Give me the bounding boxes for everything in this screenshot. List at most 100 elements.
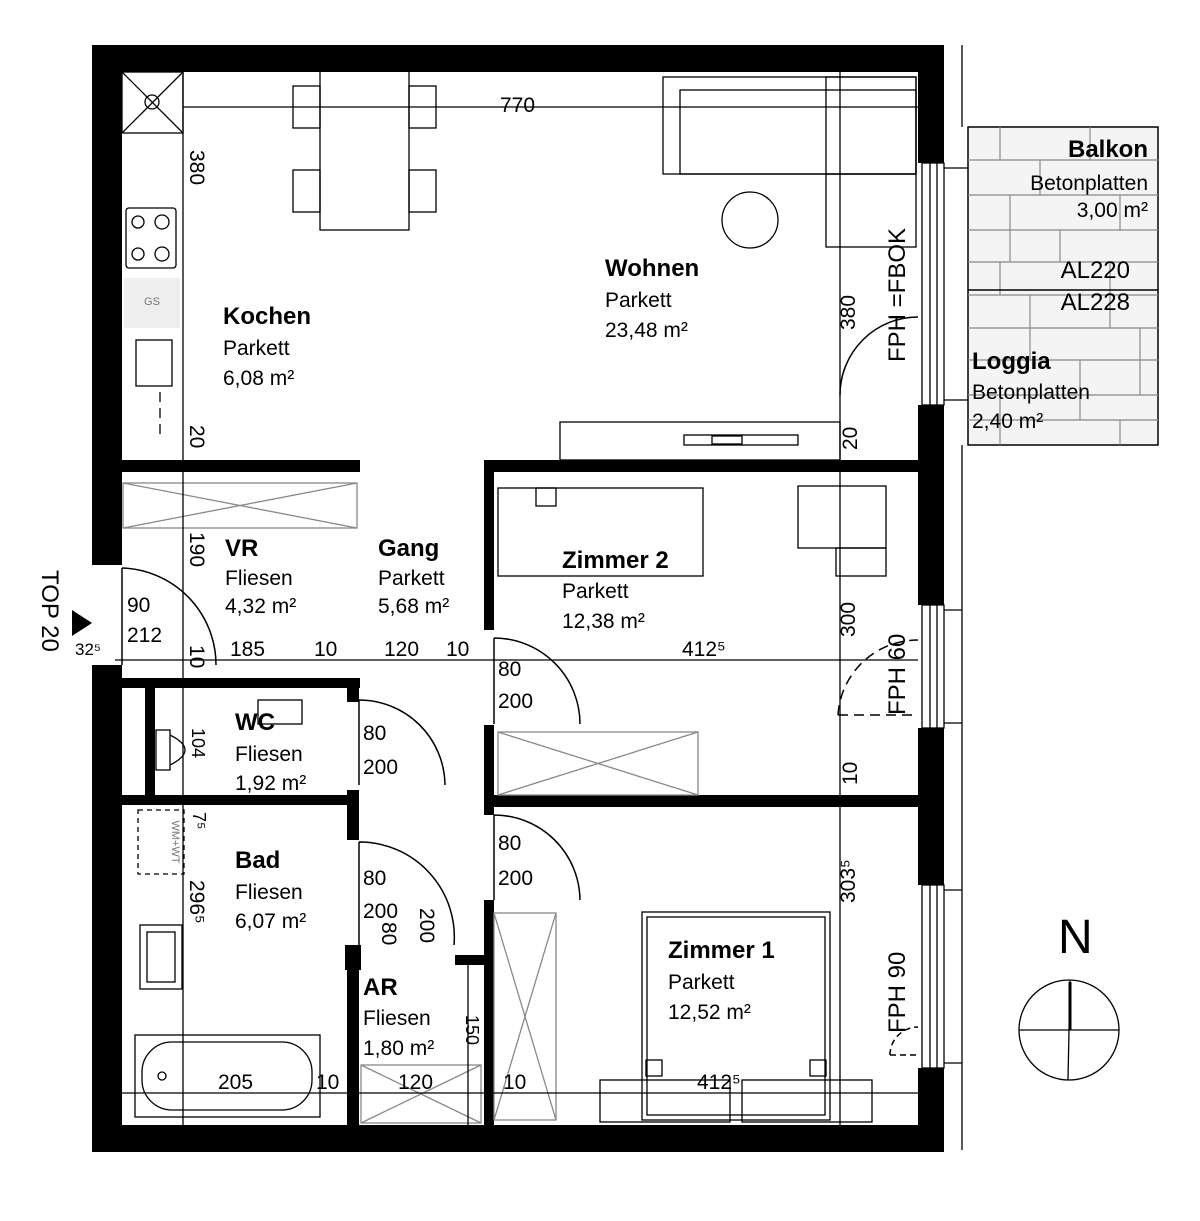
dim-412-5-bottom: 412⁵: [697, 1071, 741, 1094]
room-name: VR: [225, 535, 258, 562]
dim-412-5-top: 412⁵: [682, 638, 726, 661]
unit-entrance: TOP 20: [36, 570, 92, 652]
dim-200-ar: 200: [415, 908, 438, 943]
dim-200-bad: 200: [363, 900, 398, 923]
room-name: Bad: [235, 847, 280, 874]
dim-20-wohnen: 20: [839, 427, 862, 450]
room-name: Zimmer 1: [668, 937, 775, 964]
dim-380-kochen: 380: [185, 150, 208, 185]
dim-20-kochen: 20: [185, 425, 208, 448]
dim-185: 185: [230, 638, 265, 661]
room-zimmer1: Zimmer 1 Parkett 12,52 m²: [668, 937, 775, 1024]
wardrobe-vr: [122, 482, 358, 529]
room-area: 5,68 m²: [378, 595, 449, 618]
room-name: Gang: [378, 535, 439, 562]
room-name: AR: [363, 974, 398, 1001]
room-floor: Parkett: [562, 580, 629, 603]
sofa: [662, 76, 917, 248]
unit-label: TOP 20: [36, 570, 63, 652]
dimension-lines: [115, 72, 918, 1125]
room-name: Balkon: [1068, 136, 1148, 163]
room-name: WC: [235, 709, 275, 736]
room-floor: Parkett: [668, 971, 735, 994]
dim-80-z1: 80: [498, 832, 521, 855]
dining-table: [292, 69, 437, 231]
zimmer2-wardrobe: [497, 731, 699, 796]
dim-90: 90: [127, 594, 150, 617]
dim-770: 770: [500, 94, 535, 117]
room-floor: Parkett: [605, 289, 672, 312]
dim-10-bad: 10: [316, 1071, 339, 1094]
room-area: 12,52 m²: [668, 1001, 751, 1024]
dim-80-z2: 80: [498, 658, 521, 681]
room-gang: Gang Parkett 5,68 m²: [378, 535, 449, 618]
room-area: 6,07 m²: [235, 910, 306, 933]
dim-80-ar: 80: [377, 922, 400, 945]
zimmer2-desk: [497, 485, 887, 577]
room-area: 2,40 m²: [972, 410, 1043, 433]
windows: [921, 162, 968, 1069]
dim-200-wc: 200: [363, 756, 398, 779]
window-code-fph-fbok: FPH =FBOK: [884, 228, 911, 362]
room-floor: Betonplatten: [972, 381, 1090, 404]
dim-10-vr: 10: [185, 645, 208, 668]
washer-label: WM+WT: [169, 820, 181, 863]
cooktop-icon: [125, 207, 177, 269]
room-floor: Fliesen: [235, 743, 303, 766]
dim-7-5: 7⁵: [189, 812, 209, 829]
room-area: 1,92 m²: [235, 772, 306, 795]
dim-190: 190: [185, 532, 208, 567]
sink-icon: [135, 339, 173, 440]
room-balkon: Balkon Betonplatten 3,00 m²: [1030, 136, 1148, 222]
zimmer1-wardrobe: [493, 912, 557, 1121]
window-code-al228: AL228: [1061, 289, 1130, 316]
room-ar: AR Fliesen 1,80 m²: [363, 974, 434, 1060]
coffee-table: [721, 191, 779, 249]
dimension-labels: 770 380 20 380 20 190 90 212 32⁵ 10 185 …: [75, 94, 862, 1094]
dim-120-ar: 120: [398, 1071, 433, 1094]
wc-toilet: [155, 699, 303, 771]
bad-sink: [139, 924, 183, 990]
dim-296-5: 296⁵: [185, 880, 208, 924]
balcony-tiles: [967, 126, 1159, 446]
room-vr: VR Fliesen 4,32 m²: [225, 535, 296, 618]
dishwasher: GS: [124, 278, 180, 328]
bathtub: [134, 1034, 321, 1118]
dim-10-a: 10: [314, 638, 337, 661]
dim-10-b: 10: [446, 638, 469, 661]
dishwasher-label: GS: [144, 296, 160, 308]
room-floor: Betonplatten: [1030, 172, 1148, 195]
dim-300: 300: [837, 602, 860, 637]
bed: [599, 911, 873, 1123]
room-kochen: Kochen Parkett 6,08 m²: [223, 303, 311, 390]
north-label: N: [1058, 911, 1093, 964]
window-code-al220: AL220: [1061, 257, 1130, 284]
dim-80-bad: 80: [363, 867, 386, 890]
room-name: Loggia: [972, 348, 1051, 375]
room-floor: Fliesen: [225, 567, 293, 590]
room-bad: Bad Fliesen 6,07 m²: [235, 847, 306, 933]
dim-200-z2: 200: [498, 690, 533, 713]
room-wohnen: Wohnen Parkett 23,48 m²: [605, 255, 699, 342]
window-codes: AL220 AL228: [1061, 257, 1130, 316]
tv-sideboard: [559, 421, 841, 461]
room-area: 1,80 m²: [363, 1037, 434, 1060]
window-code-fph90: FPH 90: [884, 952, 911, 1033]
ar-shelf: [360, 1064, 482, 1124]
dim-104: 104: [188, 728, 208, 758]
dim-120-gang: 120: [384, 638, 419, 661]
dim-150: 150: [462, 1015, 482, 1045]
room-floor: Parkett: [378, 567, 445, 590]
room-area: 3,00 m²: [1077, 199, 1148, 222]
room-floor: Parkett: [223, 337, 290, 360]
room-area: 4,32 m²: [225, 595, 296, 618]
dim-200-z1: 200: [498, 867, 533, 890]
dim-10-z2: 10: [839, 762, 862, 785]
room-floor: Fliesen: [235, 881, 303, 904]
room-area: 23,48 m²: [605, 319, 688, 342]
dim-205: 205: [218, 1071, 253, 1094]
room-name: Wohnen: [605, 255, 699, 282]
bad-washer: WM+WT: [137, 809, 185, 875]
dim-32-5: 32⁵: [75, 640, 101, 659]
